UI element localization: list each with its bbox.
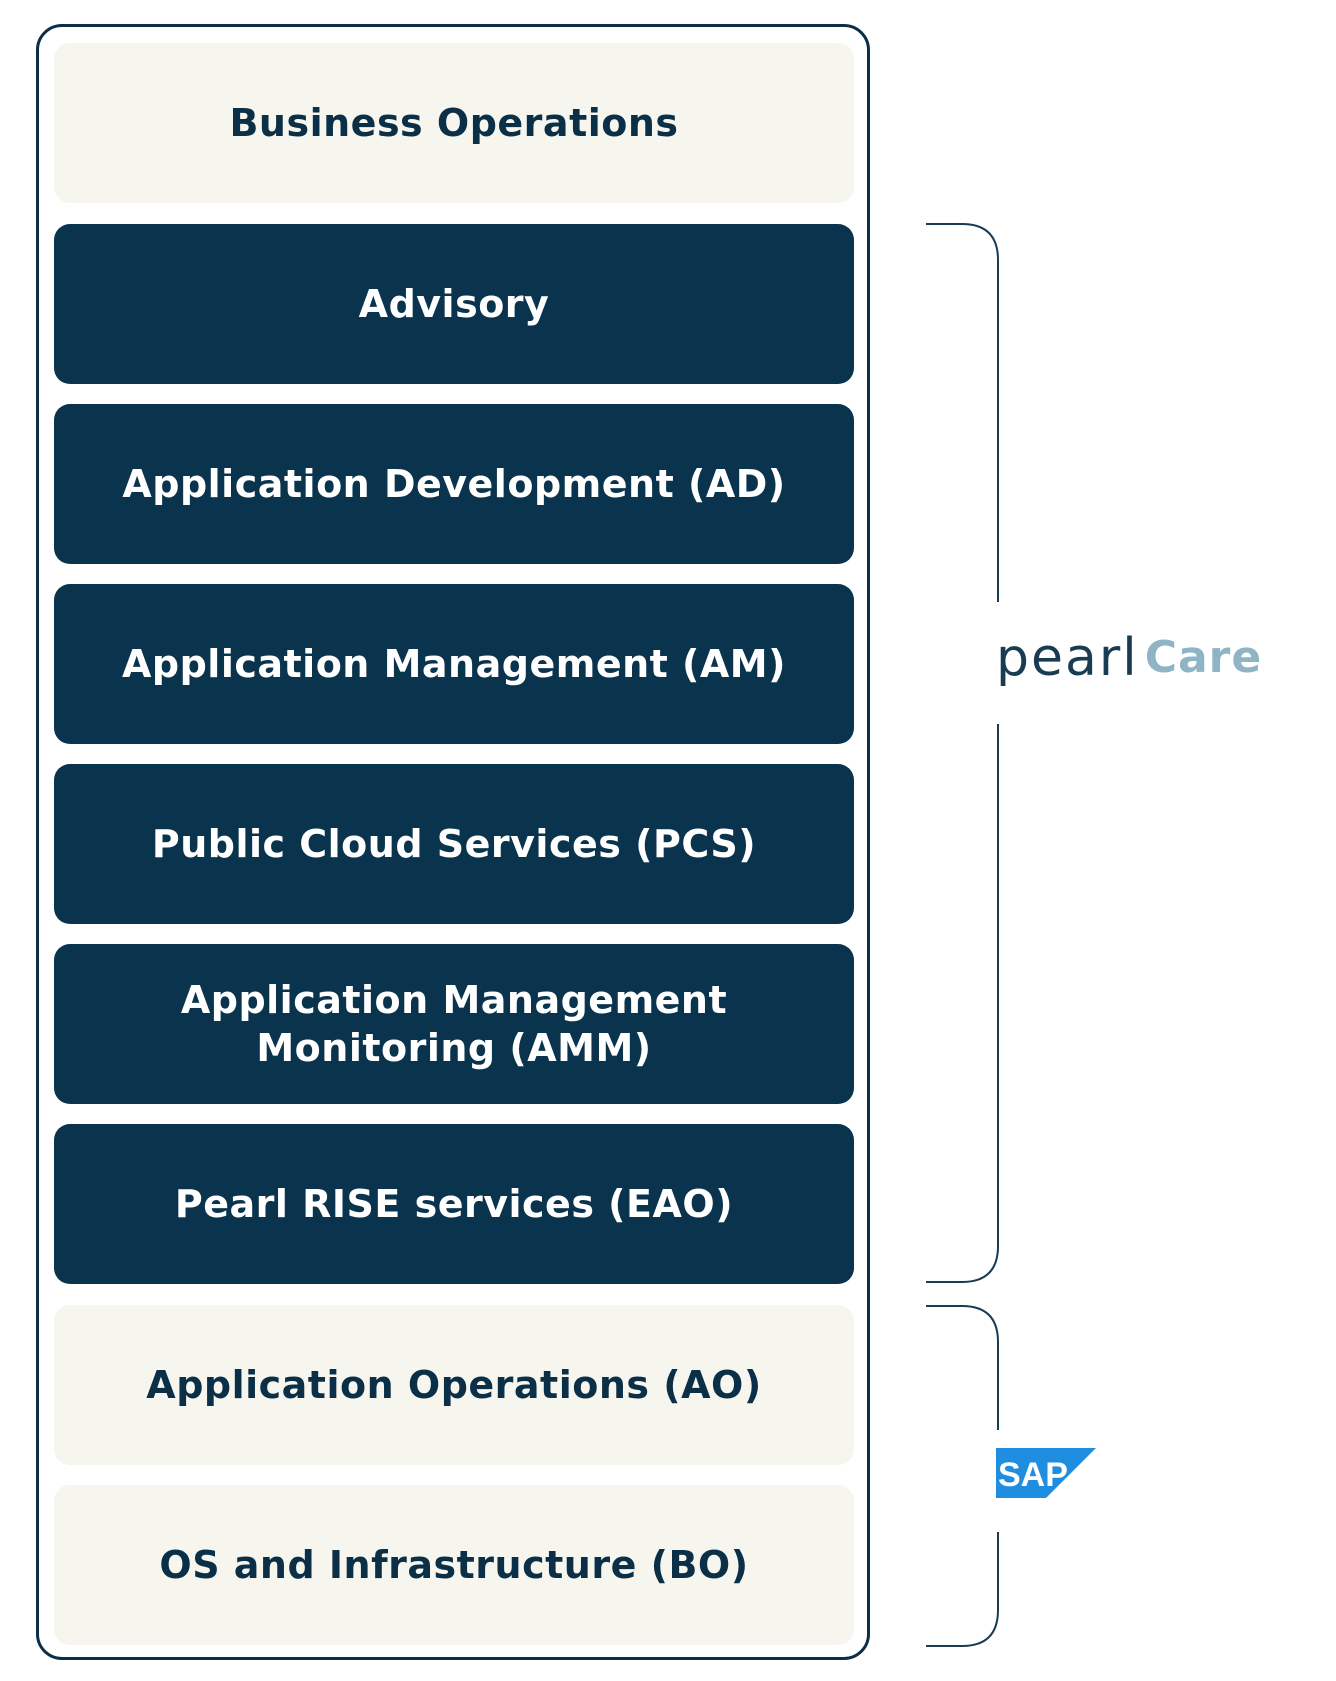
sap-logo-text: SAP	[998, 1456, 1068, 1494]
layer-label: Application Operations (AO)	[146, 1363, 762, 1407]
layer-business-operations: Business Operations	[54, 43, 854, 203]
sap-logo: SAP	[996, 1448, 1096, 1498]
layer-label: Application Management Monitoring (AMM)	[180, 978, 728, 1070]
layer-os-infrastructure: OS and Infrastructure (BO)	[54, 1485, 854, 1645]
layer-label: Application Management (AM)	[121, 642, 786, 686]
layer-label: Business Operations	[229, 101, 679, 145]
layer-label: Pearl RISE services (EAO)	[174, 1182, 734, 1226]
stack-frame	[36, 24, 870, 1660]
layer-label: Public Cloud Services (PCS)	[151, 822, 757, 866]
pearl-logo-text: pearl	[996, 628, 1139, 688]
layer-public-cloud-services: Public Cloud Services (PCS)	[54, 764, 854, 924]
care-logo-text: Care	[1144, 632, 1263, 683]
layer-application-development: Application Development (AD)	[54, 404, 854, 564]
pearlcare-bracket	[926, 223, 999, 1283]
layer-application-management-monitoring: Application Management Monitoring (AMM)	[54, 944, 854, 1104]
layer-advisory: Advisory	[54, 224, 854, 384]
pearlcare-logo: pearl Care	[996, 628, 1262, 684]
sap-bracket	[926, 1305, 999, 1647]
layer-label: Application Development (AD)	[122, 462, 786, 506]
layer-label: Advisory	[358, 282, 550, 326]
layer-application-management: Application Management (AM)	[54, 584, 854, 744]
layer-label: OS and Infrastructure (BO)	[159, 1543, 749, 1587]
layer-application-operations: Application Operations (AO)	[54, 1305, 854, 1465]
layer-pearl-rise-services: Pearl RISE services (EAO)	[54, 1124, 854, 1284]
